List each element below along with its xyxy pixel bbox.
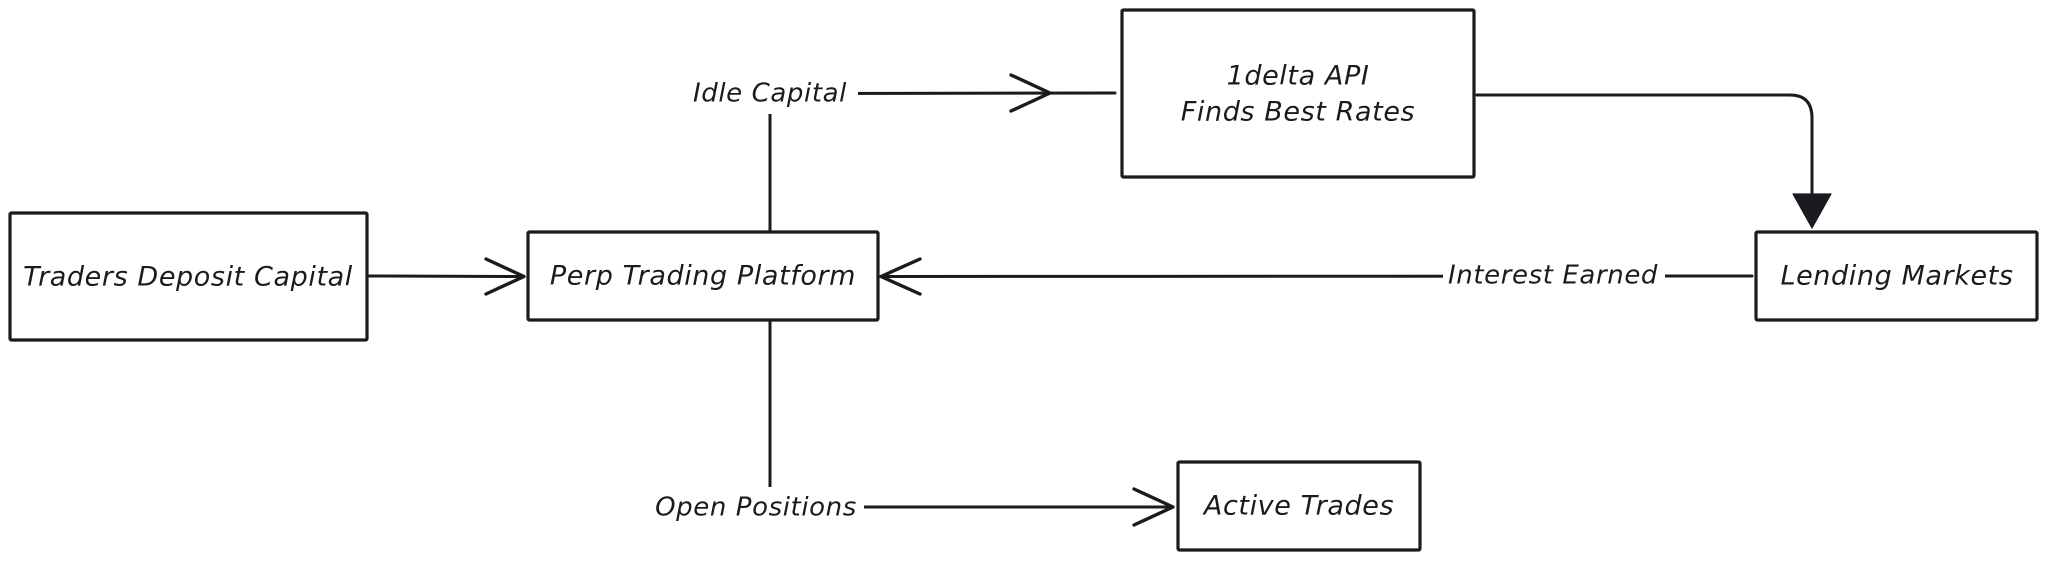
node-label-perp-trading-platform: Perp Trading Platform xyxy=(550,261,856,292)
node-lending-markets[interactable]: Lending Markets xyxy=(1754,230,2039,322)
node-label-1delta-api-line1: 1delta API xyxy=(1227,61,1370,92)
node-label-lending-markets: Lending Markets xyxy=(1780,261,2013,292)
node-label-1delta-api-line2: Finds Best Rates xyxy=(1181,97,1415,128)
node-label-active-trades: Active Trades xyxy=(1202,491,1394,522)
node-label-traders-deposit-capital: Traders Deposit Capital xyxy=(23,262,353,293)
edge-label-backing-interest-earned xyxy=(1443,255,1665,295)
edge-label-idle-capital: Idle Capital xyxy=(693,79,847,109)
edge-label-backing-open-positions xyxy=(648,487,864,527)
node-perp-trading-platform[interactable]: Perp Trading Platform xyxy=(526,230,880,322)
edge-perp-to-active[interactable]: Open Positions xyxy=(648,320,1175,527)
edge-traders-to-perp[interactable] xyxy=(367,257,526,296)
edge-perp-to-onedelta[interactable]: Idle Capital xyxy=(682,73,1117,233)
node-traders-deposit-capital[interactable]: Traders Deposit Capital xyxy=(8,211,369,342)
edge-lending-to-perp[interactable]: Interest Earned xyxy=(879,255,1754,296)
node-active-trades[interactable]: Active Trades xyxy=(1176,460,1422,552)
edge-label-interest-earned: Interest Earned xyxy=(1448,261,1658,291)
edge-onedelta-to-lending[interactable] xyxy=(1475,93,1832,229)
edge-label-backing-idle-capital xyxy=(682,74,858,114)
edge-label-open-positions: Open Positions xyxy=(655,493,857,523)
node-1delta-api[interactable]: 1delta API Finds Best Rates xyxy=(1120,8,1476,179)
